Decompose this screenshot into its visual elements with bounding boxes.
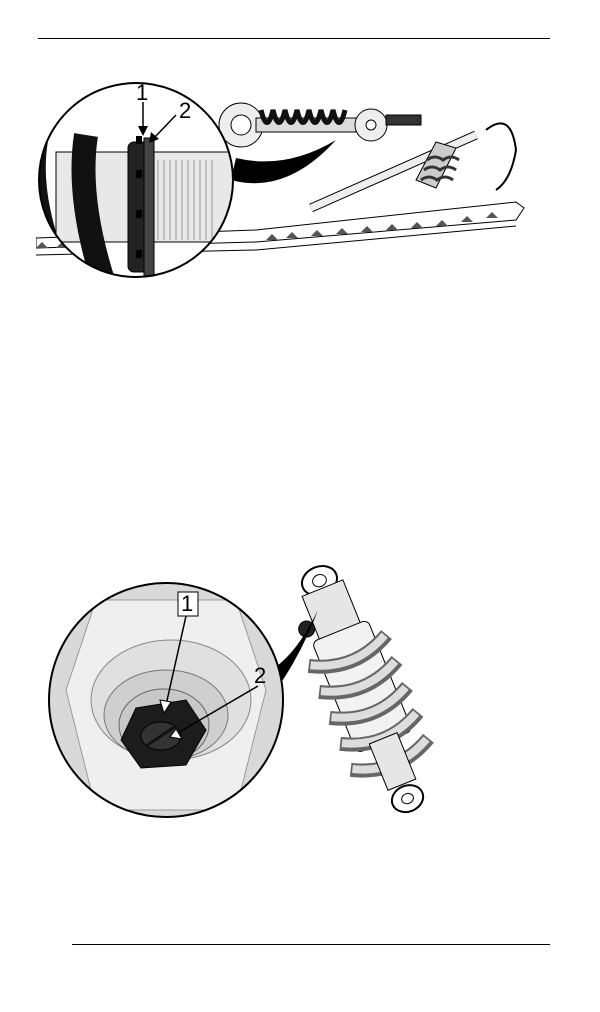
footer-rule [72,944,550,945]
callout-1-bottom: 1 [181,591,193,616]
callout-2-bottom: 2 [254,663,266,688]
magnified-detail: 1 2 [38,80,234,278]
figure-shock-adjuster: 1 2 [36,540,536,840]
header-rule [38,38,550,39]
diagonal-shock [309,122,518,213]
shock-absorber [298,565,434,814]
figure-spring-preload: 1 2 [35,80,536,290]
upper-spring-assembly [218,102,422,148]
magnifier-leader [231,140,336,184]
callout-1: 1 [136,80,148,105]
callout-2: 2 [179,98,191,123]
magnified-adjuster: 1 2 [48,582,284,818]
magnifier-leader-2 [271,610,318,690]
